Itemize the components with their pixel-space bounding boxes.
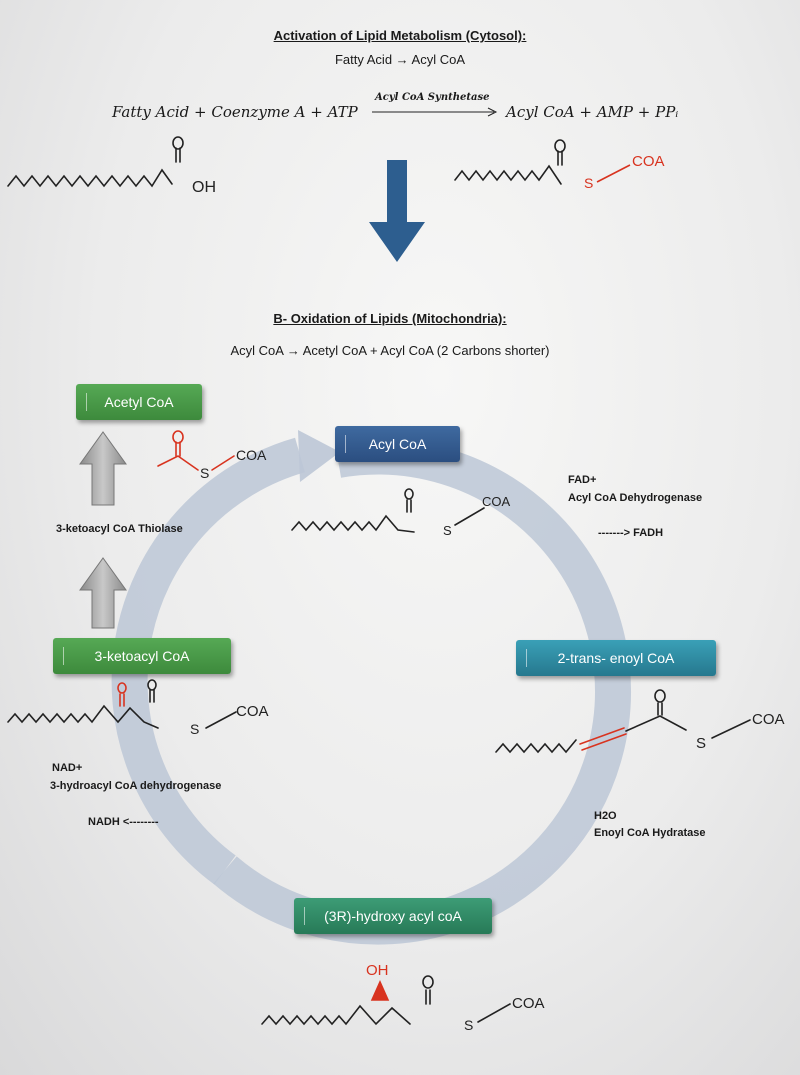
acetyl-coa-s-label: S — [200, 465, 209, 481]
fadh-label: -------> FADH — [598, 527, 664, 539]
ketoacyl-coa-structure — [7, 679, 237, 729]
keto-coa-label: COA — [236, 703, 269, 720]
acyl-coa-structure-cycle — [291, 488, 485, 533]
hydratase-label: Enoyl CoA Hydratase — [594, 827, 706, 839]
equation-arrow — [372, 107, 498, 117]
acyl-coa-coa-label: COA — [632, 153, 665, 170]
acyl-coa-box: Acyl CoA — [335, 426, 460, 462]
up-arrow-icon-bottom — [79, 557, 127, 629]
hydroxy-s-label: S — [464, 1017, 473, 1033]
hydroxy-coa-label: COA — [512, 995, 545, 1012]
ketoacyl-coa-box: 3-ketoacyl CoA — [53, 638, 231, 674]
hydroxy-dehydrogenase-label: 3-hydroacyl CoA dehydrogenase — [50, 780, 222, 792]
equation-products: Acyl CoA + AMP + PPᵢ — [506, 103, 679, 121]
oxidation-title: B- Oxidation of Lipids (Mitochondria): — [273, 311, 507, 326]
cycle-acyl-coa-label: COA — [482, 494, 511, 509]
equation-reactants: Fatty Acid + Coenzyme A + ATP — [112, 103, 358, 121]
cycle-ring — [111, 430, 631, 945]
fad-label: FAD+ — [568, 474, 597, 486]
enoyl-coa-structure — [495, 689, 751, 754]
equation-enzyme: Acyl CoA Synthetase — [375, 92, 490, 103]
acetyl-coa-coa-label: COA — [236, 447, 267, 463]
fatty-acid-oh-label: OH — [192, 179, 216, 196]
nad-label: NAD+ — [52, 762, 83, 774]
oxidation-subtitle: Acyl CoA → Acetyl CoA + Acyl CoA (2 Carb… — [230, 343, 550, 358]
enoyl-s-label: S — [696, 735, 706, 752]
nadh-label: NADH <-------- — [88, 816, 159, 828]
hydroxy-acyl-coa-box: (3R)-hydroxy acyl coA — [294, 898, 492, 934]
activation-subtitle: Fatty Acid → Acyl CoA — [334, 52, 466, 67]
acyl-coa-s-label: S — [584, 175, 593, 191]
hydroxy-acyl-coa-structure — [261, 975, 511, 1026]
acyl-coa-structure-top — [454, 139, 566, 185]
thiolase-label: 3-ketoacyl CoA Thiolase — [56, 523, 183, 535]
cycle-arrowhead-icon — [298, 430, 340, 482]
coa-bond — [596, 164, 631, 183]
acetyl-coa-box: Acetyl CoA — [76, 384, 202, 420]
keto-s-label: S — [190, 721, 199, 737]
up-arrow-icon-top — [79, 431, 127, 506]
down-arrow-icon — [369, 160, 425, 262]
acyl-dehydrogenase-label: Acyl CoA Dehydrogenase — [568, 492, 703, 504]
hydroxy-oh-label: OH — [366, 962, 389, 979]
h2o-label: H2O — [594, 810, 617, 822]
acetyl-coa-structure — [157, 430, 235, 471]
enoyl-coa-label: COA — [752, 711, 785, 728]
fatty-acid-structure — [7, 136, 184, 188]
enoyl-coa-box: 2-trans- enoyl CoA — [516, 640, 716, 676]
cycle-acyl-s-label: S — [443, 523, 452, 538]
activation-title: Activation of Lipid Metabolism (Cytosol)… — [273, 28, 527, 43]
